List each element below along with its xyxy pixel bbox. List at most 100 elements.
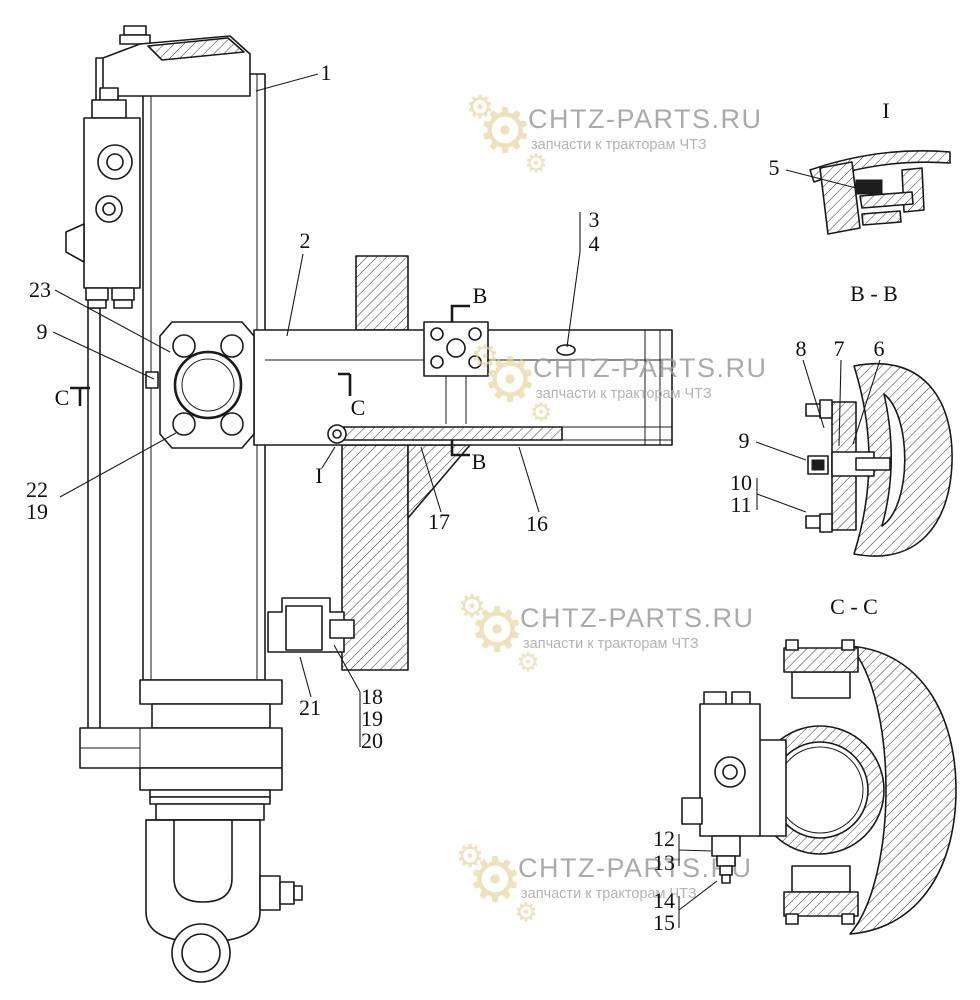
cc-valve-body [699, 703, 761, 837]
valve-bottom-port [87, 299, 107, 309]
cut-letter-b-top: B [473, 283, 488, 308]
leader-detail-i [321, 446, 336, 469]
detail-i-step [861, 210, 902, 226]
callout-8: 8 [796, 336, 807, 361]
cut-letter-c-left: C [55, 385, 70, 410]
leader-7 [838, 359, 842, 447]
cc-valve-lug [681, 797, 703, 825]
valve-port [97, 144, 133, 180]
leader-14-15 [678, 880, 718, 928]
flange-plug [145, 371, 159, 389]
detail-i-left-block [819, 161, 861, 235]
cc-drain-bolt [721, 874, 731, 884]
detail-i-fitting [327, 424, 347, 444]
leader-18-19-20 [333, 644, 361, 747]
callout-21: 21 [299, 695, 321, 720]
leader-17 [420, 446, 442, 513]
leader-10-11 [756, 478, 807, 513]
flange-bolt [172, 412, 196, 436]
plate-bolt [430, 355, 444, 369]
cut-letter-c-mid: C [351, 395, 366, 420]
beam-floor-hatch [331, 426, 563, 441]
main-assembly: 1 2 3 4 23 9 22 19 17 16 21 18 19 20 B B… [26, 25, 673, 983]
bottom-flange-stack [79, 679, 283, 821]
valve-port [95, 195, 123, 223]
callout-7: 7 [834, 336, 845, 361]
valve-bottom-port [111, 287, 135, 301]
cc-bottom-bolt [841, 913, 855, 925]
bracket-inner [285, 605, 323, 651]
cc-valve-block [681, 691, 761, 884]
clevis-lug [259, 875, 281, 911]
cc-valve-port [714, 756, 746, 788]
wall-upper-hatch [355, 255, 409, 331]
callout-1: 1 [321, 60, 332, 85]
flange-bolt [220, 412, 244, 436]
detail-i-step [859, 191, 914, 209]
callout-16: 16 [526, 511, 548, 536]
cc-top-cap [783, 647, 859, 673]
support-beam [253, 321, 673, 446]
plate-bolt [430, 327, 444, 341]
cc-housing [849, 645, 957, 935]
callout-15: 15 [653, 910, 675, 935]
cc-connector [757, 739, 787, 837]
clevis-bolt [279, 881, 295, 905]
callout-3: 3 [589, 207, 600, 232]
cap-bolt [119, 34, 151, 45]
leader-12-13 [678, 834, 712, 866]
section-cut-marks [70, 304, 470, 457]
flange-plate [155, 803, 265, 821]
valve-port [106, 153, 124, 171]
leader-2 [286, 253, 304, 337]
leader-23 [54, 289, 171, 353]
section-bb-title: B - B [850, 281, 898, 306]
section-bb-view: B - B 8 7 6 9 10 11 [730, 281, 953, 557]
callout-23: 23 [29, 277, 51, 302]
leader-9b [755, 441, 807, 461]
callout-14: 14 [653, 888, 675, 913]
flange-bolt [172, 334, 196, 358]
detail-i-marker: I [315, 463, 322, 488]
cc-drain-bolt [719, 865, 733, 876]
leader-21 [299, 656, 312, 698]
valve-fitting [99, 87, 119, 101]
detail-i-seal [855, 179, 883, 195]
plate-center-hole [446, 338, 466, 358]
callout-12: 12 [653, 826, 675, 851]
cut-mark-b-top [450, 304, 470, 322]
valve-bottom-port [85, 287, 109, 301]
cc-bottom-bolt [785, 913, 799, 925]
bb-center-pin [855, 457, 891, 471]
flange-plate [139, 679, 283, 705]
cc-top-bolt [785, 639, 799, 651]
cc-top-bolt [841, 639, 855, 651]
callout-10: 10 [730, 470, 752, 495]
callout-17: 17 [428, 509, 450, 534]
cc-drain-bolt [716, 855, 736, 867]
cc-bottom-sleeve [791, 865, 851, 893]
flange-plate [139, 767, 283, 791]
callout-9b: 9 [739, 428, 750, 453]
valve-side-lug [65, 223, 85, 263]
callout-9: 9 [37, 319, 48, 344]
lower-bracket [267, 597, 355, 653]
cc-bottom-cap [783, 891, 859, 917]
flange-bore-inner [181, 358, 235, 412]
clevis-slot [173, 819, 233, 903]
trunnion-flange [145, 321, 255, 449]
bb-socket-gap [881, 393, 906, 527]
flange-body [159, 321, 255, 449]
flange-plate [151, 703, 271, 729]
callout-20: 20 [361, 728, 383, 753]
leader-3-4 [566, 212, 581, 348]
hydraulic-tube [87, 307, 101, 733]
flange-shim [149, 789, 271, 798]
bracket-bolt [329, 619, 355, 639]
callout-19b: 19 [361, 706, 383, 731]
leader-lines [52, 73, 581, 747]
cut-mark-c-left [70, 386, 90, 406]
bb-bolt-top2 [819, 399, 833, 419]
